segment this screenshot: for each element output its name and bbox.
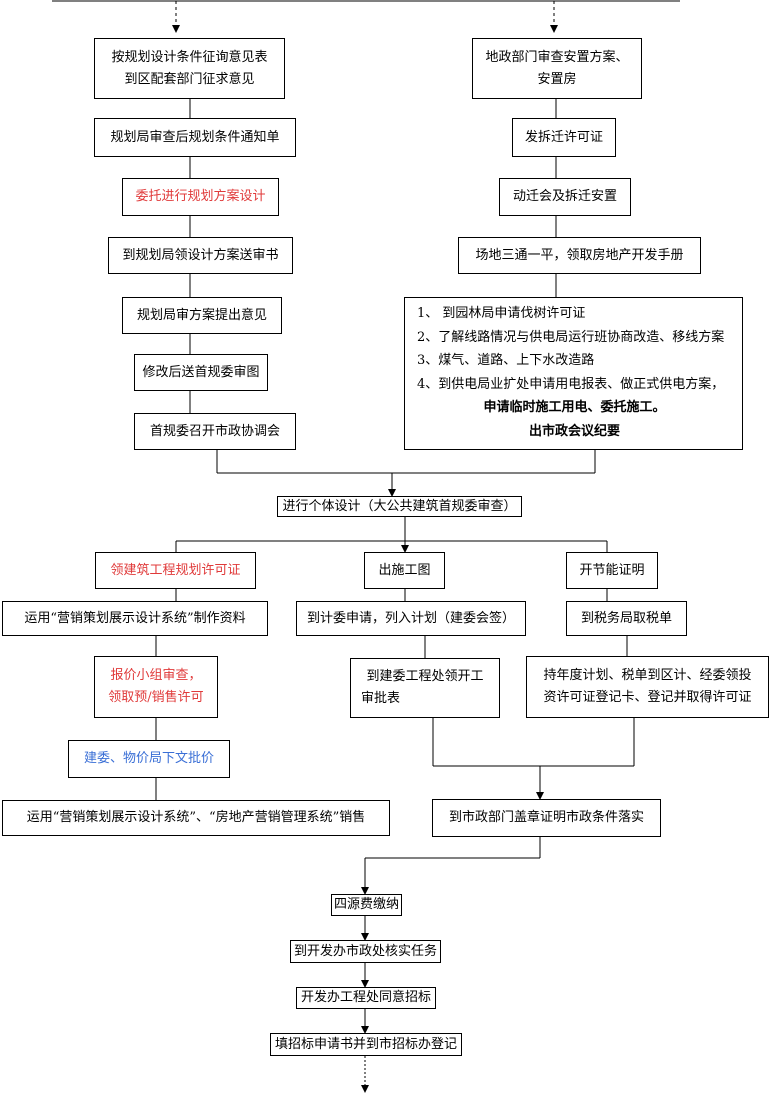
step-land-review: 地政部门审查安置方案、 安置房 <box>472 38 642 99</box>
step-text: 报价小组审查， <box>110 668 202 683</box>
step-revise-submit: 修改后送首规委审图 <box>134 354 268 391</box>
step-text: 开发办工程处同意招标 <box>300 990 431 1005</box>
step-bid-registration: 填招标申请书并到市招标办登记 <box>270 1033 462 1056</box>
step-bid-approval: 开发办工程处同意招标 <box>296 987 436 1009</box>
step-text: 持年度计划、税单到区计、经委领投 <box>543 668 752 683</box>
step-tax-bill: 到税务局取税单 <box>566 601 687 636</box>
step-text: 按规划设计条件征询意见表 <box>111 49 268 65</box>
step-text: 到市政部门盖章证明市政条件落实 <box>448 810 644 825</box>
step-construction-drawings: 出施工图 <box>364 552 445 589</box>
step-individual-design: 进行个体设计（大公共建筑首规委审查） <box>277 496 522 517</box>
step-text: 动迁会及拆迁安置 <box>512 189 617 204</box>
step-text: 建委、物价局下文批价 <box>83 751 214 766</box>
step-presale-permit: 报价小组审查， 领取预/销售许可 <box>94 656 218 718</box>
step-investment-permit: 持年度计划、税单到区计、经委领投 资许可证登记卡、登记并取得许可证 <box>526 656 769 718</box>
list-item: 3、煤气、道路、上下水改造路 <box>417 353 595 368</box>
step-demolition-permit: 发拆迁许可证 <box>512 118 616 157</box>
step-text: 领取预/销售许可 <box>108 690 204 705</box>
step-text: 到开发办市政处核实任务 <box>293 943 437 959</box>
step-design-submission: 到规划局领设计方案送审书 <box>108 237 293 274</box>
list-item: 1、 到园林局申请伐树许可证 <box>417 306 586 321</box>
list-item-bold: 出市政会议纪要 <box>528 423 620 439</box>
step-text: 安置房 <box>537 71 577 87</box>
step-municipal-confirmation: 到市政部门盖章证明市政条件落实 <box>432 799 661 837</box>
step-request-opinion-form: 按规划设计条件征询意见表 到区配套部门征求意见 <box>94 38 285 99</box>
step-coordination-meeting: 首规委召开市政协调会 <box>134 413 296 450</box>
step-text: 开节能证明 <box>579 562 645 578</box>
step-text: 到区配套部门征求意见 <box>124 71 255 87</box>
step-sales-system: 运用“营销策划展示设计系统”、“房地产营销管理系统”销售 <box>2 800 390 836</box>
list-item: 4、到供电局业扩处申请用电报表、做正式供电方案， <box>417 376 725 392</box>
step-planning-permit: 领建筑工程规划许可证 <box>95 552 256 589</box>
step-utility-list: 1、 到园林局申请伐树许可证 2、了解线路情况与供电局运行班协商改造、移线方案 … <box>404 297 743 450</box>
step-text: 首规委召开市政协调会 <box>149 423 280 439</box>
step-text: 规划局审方案提出意见 <box>136 307 267 323</box>
step-planning-commission: 到计委申请，列入计划（建委会签） <box>296 601 526 636</box>
step-text: 运用“营销策划展示设计系统”制作资料 <box>24 610 246 626</box>
step-site-preparation: 场地三通一平，领取房地产开发手册 <box>458 237 701 274</box>
step-fee-payment: 四源费缴纳 <box>331 894 402 916</box>
step-text: 四源费缴纳 <box>333 897 399 912</box>
step-energy-certificate: 开节能证明 <box>566 552 658 589</box>
list-item: 2、了解线路情况与供电局运行班协商改造、移线方案 <box>417 329 725 345</box>
step-text: 填招标申请书并到市招标办登记 <box>274 1036 457 1052</box>
step-commission-design: 委托进行规划方案设计 <box>122 178 279 216</box>
list-item-bold: 申请临时施工用电、委托施工。 <box>483 400 666 415</box>
step-construction-approval: 到建委工程处领开工 审批表 <box>350 658 500 718</box>
step-price-approval: 建委、物价局下文批价 <box>68 740 230 778</box>
step-text: 出施工图 <box>378 562 431 578</box>
step-relocation-meeting: 动迁会及拆迁安置 <box>499 178 631 216</box>
step-text: 规划局审查后规划条件通知单 <box>110 129 280 145</box>
step-text: 场地三通一平，领取房地产开发手册 <box>475 247 684 263</box>
step-text: 到计委申请，列入计划（建委会签） <box>306 610 515 626</box>
step-plan-review: 规划局审方案提出意见 <box>122 297 282 334</box>
step-text: 领建筑工程规划许可证 <box>110 562 241 578</box>
step-text: 进行个体设计（大公共建筑首规委审查） <box>282 498 517 514</box>
step-verify-task: 到开发办市政处核实任务 <box>290 940 441 963</box>
step-text: 地政部门审查安置方案、 <box>485 49 629 65</box>
step-planning-notice: 规划局审查后规划条件通知单 <box>94 118 296 157</box>
step-text: 修改后送首规委审图 <box>142 364 260 380</box>
step-text: 委托进行规划方案设计 <box>135 189 266 204</box>
step-marketing-materials: 运用“营销策划展示设计系统”制作资料 <box>2 601 268 636</box>
step-text: 到规划局领设计方案送审书 <box>122 247 279 263</box>
step-text: 审批表 <box>361 691 401 706</box>
step-text: 到建委工程处领开工 <box>366 669 484 684</box>
step-text: 到税务局取税单 <box>580 610 672 626</box>
step-text: 资许可证登记卡、登记并取得许可证 <box>543 690 752 705</box>
step-text: 运用“营销策划展示设计系统”、“房地产营销管理系统”销售 <box>26 810 366 825</box>
step-text: 发拆迁许可证 <box>524 129 603 145</box>
